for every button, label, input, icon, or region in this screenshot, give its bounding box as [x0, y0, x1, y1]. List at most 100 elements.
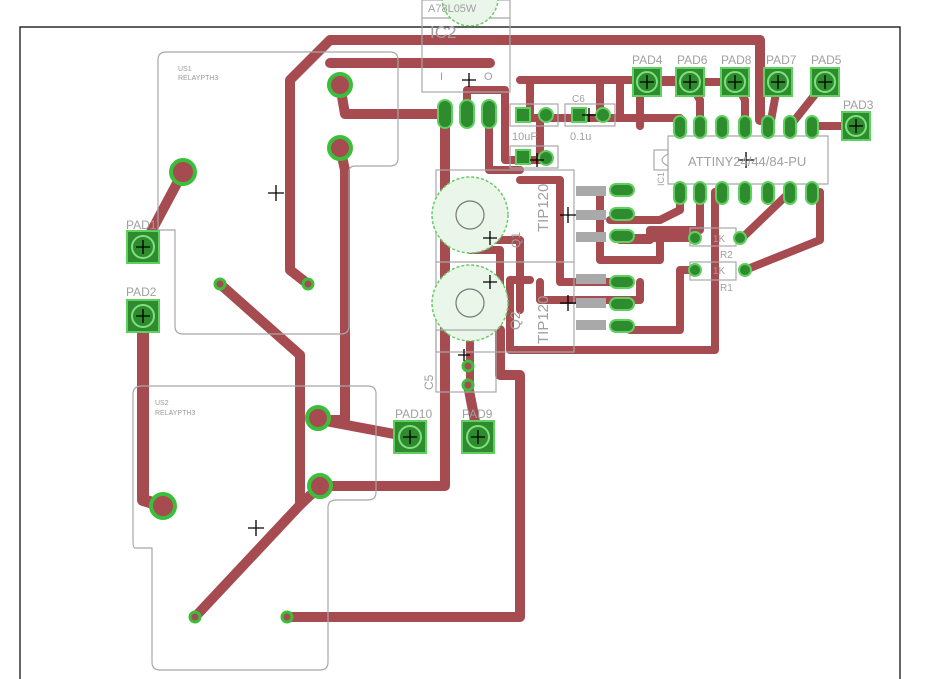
crosshair [136, 309, 150, 323]
ic-pin [783, 181, 797, 205]
trace [626, 266, 699, 334]
cap-10uf-outline [509, 103, 559, 127]
ic2-body [441, 0, 499, 27]
u2-name-label: US2 [155, 400, 169, 407]
vias [188, 277, 475, 624]
resistor-pad [688, 231, 702, 245]
u1-value-label: RELAYPTH3 [178, 75, 218, 82]
attiny-pinrow-top [653, 149, 669, 171]
crosshair [483, 231, 497, 245]
r2-label: R2 [720, 250, 733, 261]
pad3-label: PAD3 [843, 98, 874, 112]
ic-pin [673, 115, 687, 139]
ic-pin [609, 207, 635, 221]
ic-pin [609, 319, 635, 333]
ic2-pins [437, 99, 497, 129]
crosshair [458, 349, 470, 361]
q2-heatsink [431, 264, 509, 342]
ic-pin [761, 115, 775, 139]
cap-pad [595, 107, 611, 123]
cap-pad [538, 150, 554, 166]
cap-small-outline [509, 145, 559, 169]
ic-pin [761, 181, 775, 205]
ic-pin [609, 229, 635, 243]
crosshair [849, 119, 863, 133]
trace [215, 279, 325, 510]
attiny-pins [673, 115, 819, 205]
q1-ref-label: Q1 [509, 232, 523, 248]
crosshair [471, 430, 485, 444]
crosshair [268, 185, 284, 201]
crosshair [560, 295, 576, 311]
pad4-label: PAD4 [632, 53, 663, 67]
relay-pad [169, 158, 197, 186]
pad10-label: PAD10 [395, 407, 432, 421]
crosshairs [136, 73, 863, 536]
q1-heatsink [431, 176, 509, 254]
crosshair [771, 75, 785, 89]
pad1-label: PAD1 [126, 218, 157, 232]
u2-value-label: RELAYPTH3 [155, 410, 195, 417]
q2-hole [455, 288, 485, 318]
cap-pad [538, 107, 554, 123]
ic-pin [715, 115, 729, 139]
crosshair [560, 207, 576, 223]
r1-value-label: 1K [713, 266, 726, 277]
resistor-pad [688, 263, 702, 277]
component-outlines [132, 0, 829, 671]
crosshair [818, 75, 832, 89]
ic-pin [609, 275, 635, 289]
via [461, 359, 475, 373]
trace [285, 35, 765, 289]
resistor-pad [738, 263, 752, 277]
via [188, 610, 202, 624]
r1-label: R1 [720, 283, 733, 294]
cap-01u-label: 0.1u [570, 131, 591, 143]
smd-pad [576, 232, 606, 242]
relay-pad [327, 72, 353, 98]
pad8-label: PAD8 [721, 53, 752, 67]
crosshair [640, 75, 654, 89]
crosshair [136, 240, 150, 254]
ic2-pin [459, 99, 475, 129]
c6-name-label: C6 [572, 94, 585, 105]
cap-01u-outline [564, 103, 616, 127]
via [213, 277, 227, 291]
ic-pin [783, 115, 797, 139]
r2-value-label: 1K [713, 234, 726, 245]
trace [315, 143, 415, 442]
c5-label: C5 [422, 374, 436, 390]
pad7-label: PAD7 [766, 53, 797, 67]
crosshair [403, 430, 417, 444]
ic-pin [609, 297, 635, 311]
q2-ref-label: Q2 [507, 311, 523, 330]
trace [463, 86, 564, 164]
crosshair [582, 108, 596, 122]
ic-pin [609, 183, 635, 197]
via [280, 610, 294, 624]
ic2-top-label: A78L05W [428, 3, 477, 15]
q1-label: TIP120 [535, 184, 552, 232]
q1-hole [455, 200, 485, 230]
u1-name-label: US1 [178, 66, 192, 73]
smd-pads [576, 186, 606, 330]
relay-pad [305, 405, 331, 431]
trace [335, 80, 450, 119]
cap-pad [515, 107, 531, 123]
trace [285, 325, 525, 622]
ic-pin [738, 181, 752, 205]
crosshair [530, 153, 544, 167]
c5-outline [435, 329, 497, 393]
ic-pin [693, 181, 707, 205]
relay-1-outline [157, 51, 399, 335]
attiny-ref-label: IC1 [656, 172, 666, 186]
ic-pin [738, 115, 752, 139]
ic2-outline [421, 0, 511, 93]
via [461, 378, 475, 392]
ic2-pin-i-label: I [440, 71, 443, 83]
ic-pin [673, 181, 687, 205]
ic-pin [805, 115, 819, 139]
attiny-label: ATTINY24/44/84-PU [688, 154, 806, 169]
smd-pad [576, 274, 606, 284]
